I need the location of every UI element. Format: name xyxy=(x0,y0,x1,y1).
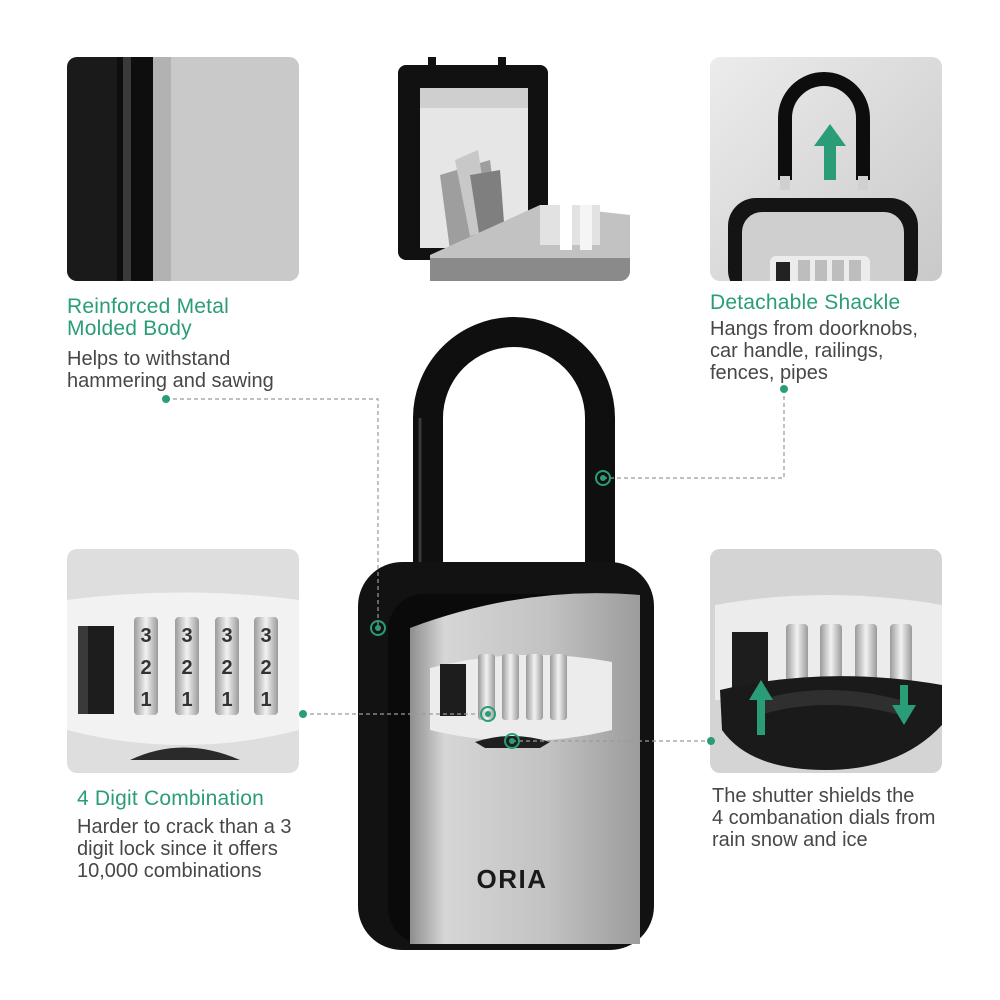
closeup-dial-digit: 1 xyxy=(181,689,192,711)
callout-combination-desc-line: Harder to crack than a 3 xyxy=(77,816,292,838)
callout-shackle: Detachable Shackle Hangs from doorknobs,… xyxy=(710,291,918,385)
closeup-dial-digit: 1 xyxy=(221,689,232,711)
arrow-down-icon xyxy=(892,685,916,725)
callout-body-title-line: Molded Body xyxy=(67,317,192,340)
callout-body: Reinforced Metal Molded Body Helps to wi… xyxy=(67,295,274,393)
callout-body-desc-line: Helps to withstand xyxy=(67,348,231,370)
arrow-up-icon xyxy=(749,680,773,735)
callout-shackle-desc-line: fences, pipes xyxy=(710,362,828,384)
callout-combination-desc-line: digit lock since it offers xyxy=(77,838,278,860)
closeup-dial-digit: 3 xyxy=(221,625,232,647)
shackle-detail-panel xyxy=(710,57,942,281)
brand-logo: ORIA xyxy=(477,864,548,894)
arrow-up-icon xyxy=(814,124,846,180)
callout-shutter: The shutter shields the 4 combanation di… xyxy=(712,785,935,851)
callout-combination-desc-line: 10,000 combinations xyxy=(77,860,262,882)
callout-body-desc-line: hammering and sawing xyxy=(67,370,274,392)
closeup-dial-digit: 1 xyxy=(260,689,271,711)
callout-shackle-desc-line: Hangs from doorknobs, xyxy=(710,318,918,340)
callout-leaders xyxy=(166,389,785,742)
shackle xyxy=(413,317,615,580)
callout-shackle-title-line: Detachable Shackle xyxy=(710,291,901,314)
closeup-dial-digit: 2 xyxy=(140,657,151,679)
callout-combination: 4 Digit Combination Harder to crack than… xyxy=(77,787,292,883)
body-closeup-panel xyxy=(67,57,299,281)
callout-shutter-desc-line: 4 combanation dials from xyxy=(712,807,936,829)
callout-body-title-line: Reinforced Metal xyxy=(67,295,229,318)
lock-box: ORIA xyxy=(358,317,654,950)
closeup-dial-digit: 2 xyxy=(260,657,271,679)
callout-shutter-desc-line: rain snow and ice xyxy=(712,829,868,851)
closeup-dial-digit: 3 xyxy=(140,625,151,647)
combination-closeup-panel: 3 2 1 3 2 1 3 2 1 3 2 1 xyxy=(67,549,299,773)
closeup-dial-digit: 3 xyxy=(260,625,271,647)
closeup-dials: 3 2 1 3 2 1 3 2 1 3 2 1 xyxy=(134,617,278,715)
shutter-closeup-panel xyxy=(710,549,942,773)
closeup-dial-digit: 2 xyxy=(221,657,232,679)
closeup-dial-digit: 1 xyxy=(140,689,151,711)
closeup-dial-digit: 3 xyxy=(181,625,192,647)
callout-markers xyxy=(162,385,788,749)
callout-shackle-desc-line: car handle, railings, xyxy=(710,340,884,362)
open-compartment-panel xyxy=(398,57,630,281)
callout-shutter-desc-line: The shutter shields the xyxy=(712,785,915,807)
closeup-dial-digit: 2 xyxy=(181,657,192,679)
lock-dials xyxy=(478,654,567,720)
callout-combination-title-line: 4 Digit Combination xyxy=(77,787,265,810)
